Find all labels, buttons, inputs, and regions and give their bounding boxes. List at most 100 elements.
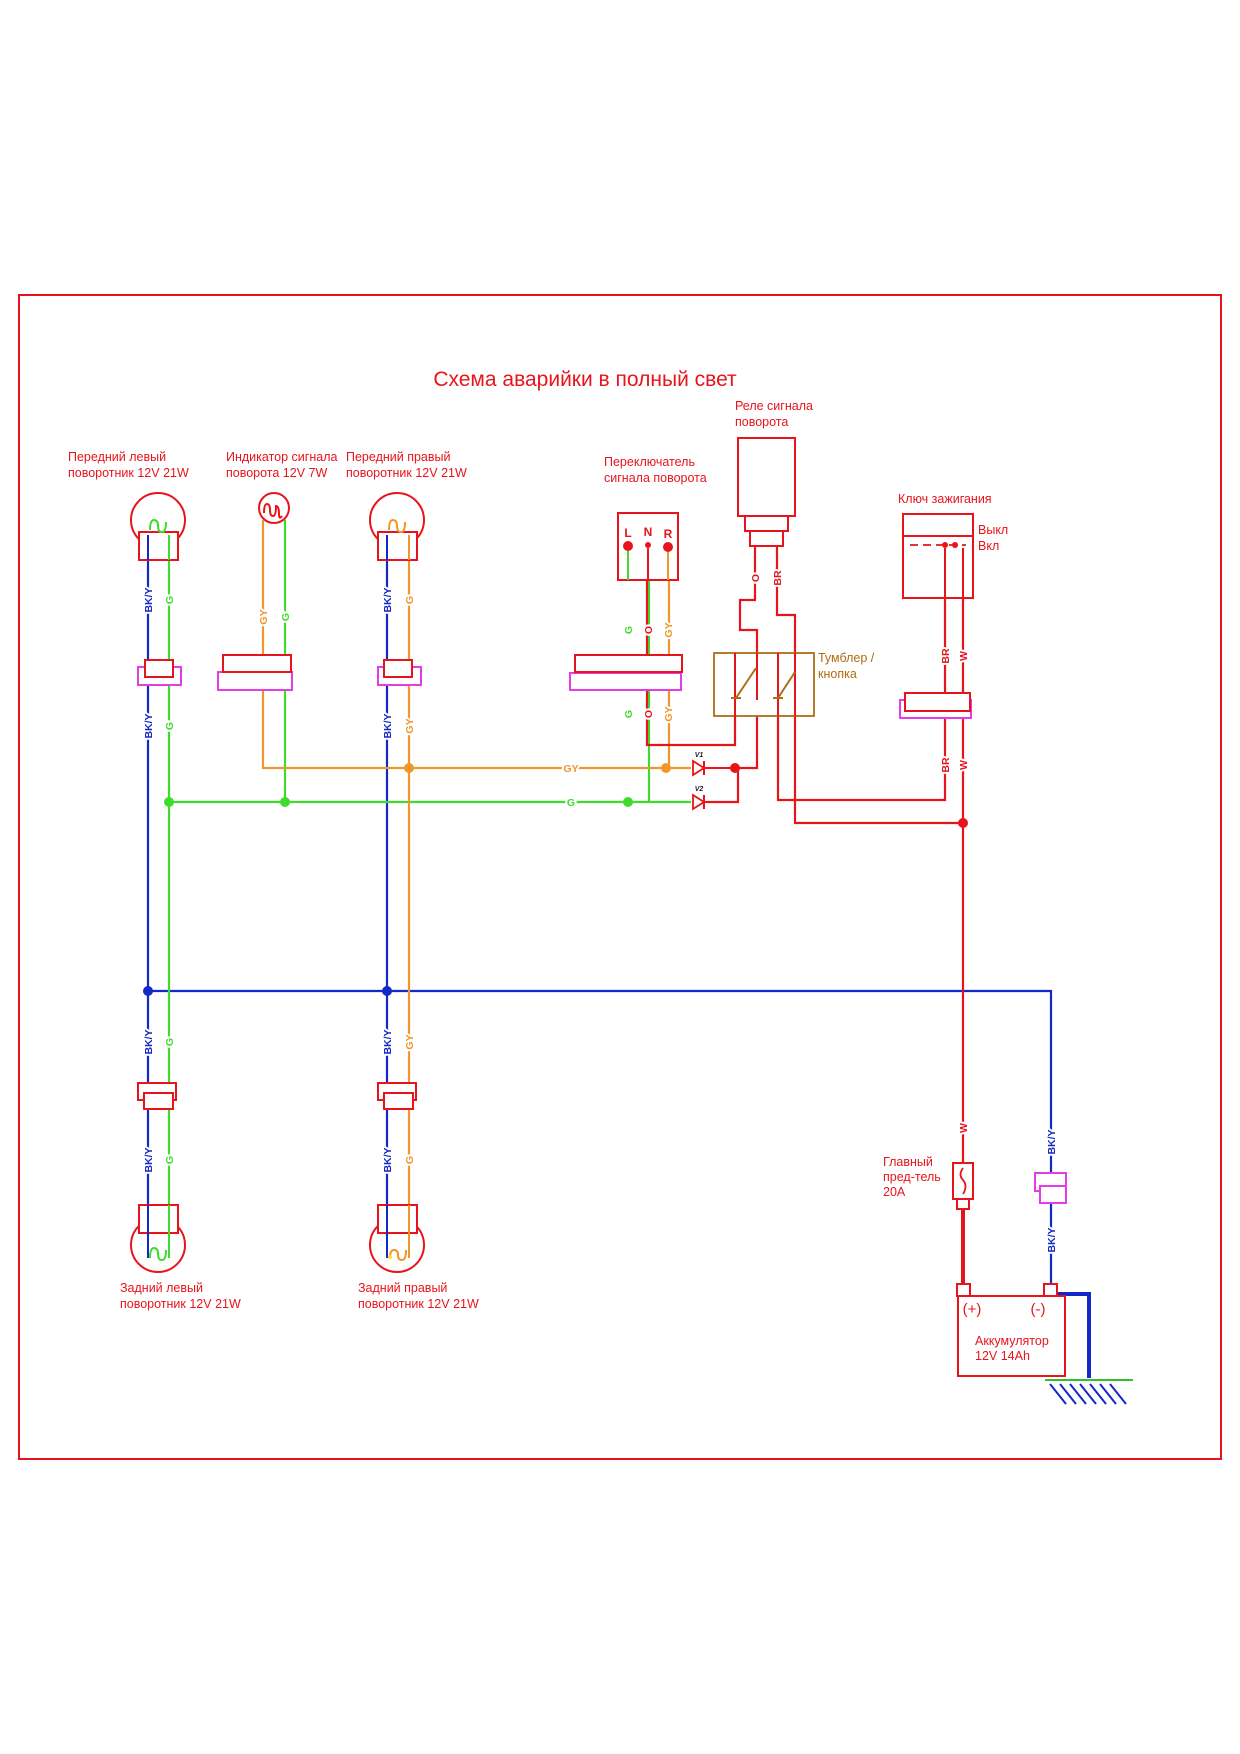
wire-label-gy: GY: [404, 718, 416, 733]
ignition-on-label: Вкл: [978, 539, 999, 553]
diagram-frame: [18, 294, 1222, 1460]
fuse-label-1: Главный: [883, 1155, 933, 1169]
relay-label-1: Реле сигнала: [735, 399, 813, 413]
wire-label-gy: GY: [663, 622, 675, 637]
wire-label-g: G: [164, 1038, 176, 1046]
wire-label-bky: BK/Y: [143, 1147, 155, 1172]
rear-right-label-2: поворотник 12V 21W: [358, 1297, 479, 1311]
ignition-off-label: Выкл: [978, 523, 1008, 537]
turn-switch: L N R: [617, 512, 679, 581]
bulb-filament-icon: [263, 502, 283, 519]
wire-label-bky: BK/Y: [143, 713, 155, 738]
red-wires: [645, 545, 965, 1184]
bulb-filament-icon: [389, 1248, 407, 1262]
component-labels: Передний левый поворотник 12V 21W Индика…: [68, 399, 1008, 1311]
battery-name: Аккумулятор: [975, 1334, 1049, 1348]
junction-dots: [143, 763, 968, 996]
wire-label-g: G: [567, 797, 575, 809]
wire-label-br: BR: [940, 757, 952, 773]
indicator-label-2: поворота 12V 7W: [226, 466, 327, 480]
wire-label-o: O: [643, 710, 655, 718]
battery-minus-label: (-): [1031, 1301, 1046, 1318]
wire-label-gy: GY: [563, 763, 578, 775]
connector-ignition: [899, 692, 972, 719]
rear-right-lamp: [369, 1204, 425, 1273]
wire-label-g: G: [404, 596, 416, 604]
wire-label-g: G: [164, 1156, 176, 1164]
battery-negative-lead: [1055, 1292, 1091, 1378]
wire-label-g: G: [164, 596, 176, 604]
wire-label-g: G: [623, 710, 635, 718]
switch-lever-icon: [735, 667, 757, 699]
battery-plus-label: (+): [963, 1301, 982, 1318]
indicator-lamp: [258, 492, 290, 524]
hazard-switch: [713, 652, 815, 745]
wire-label-o: O: [750, 574, 762, 582]
wire-label-w: W: [958, 651, 970, 661]
wire-label-bky: BK/Y: [1046, 1227, 1058, 1252]
rear-left-label-1: Задний левый: [120, 1281, 203, 1295]
connector-rear-right: [377, 1082, 417, 1110]
wire-label-bky: BK/Y: [1046, 1129, 1058, 1154]
terminal-n: N: [644, 525, 653, 539]
connectors: [137, 654, 1067, 1204]
wire-label-g: G: [404, 1156, 416, 1164]
wire-label-bky: BK/Y: [382, 1147, 394, 1172]
rear-right-label-1: Задний правый: [358, 1281, 447, 1295]
connector-battery-negative: [1034, 1172, 1067, 1204]
wire-label-o: O: [643, 626, 655, 634]
fuse-icon: [959, 1167, 967, 1195]
battery: (+) (-) Аккумулятор 12V 14Ah: [956, 1283, 1066, 1377]
fuse-label-3: 20A: [883, 1185, 906, 1199]
wire-labels: BK/Y G GY G BK/Y G BK/Y G BK/Y GY G O GY…: [141, 568, 1060, 1255]
connector-front-left: [137, 659, 182, 686]
connector-turn-switch: [569, 654, 683, 691]
wire-label-gy: GY: [663, 706, 675, 721]
diode-v2-label: V2: [695, 786, 704, 793]
wire-label-br: BR: [772, 570, 784, 586]
turn-switch-label-1: Переключатель: [604, 455, 695, 469]
diode-v2: V2: [692, 786, 712, 811]
bulb-filament-icon: [149, 1246, 167, 1262]
front-right-lamp: [369, 492, 425, 561]
switch-lever-icon: [777, 671, 796, 699]
ignition-switch: [902, 513, 974, 599]
battery-spec: 12V 14Ah: [975, 1349, 1030, 1363]
diode-v1-label: V1: [695, 752, 704, 759]
terminal-r: R: [664, 527, 673, 541]
wire-label-bky: BK/Y: [382, 587, 394, 612]
connector-indicator: [217, 654, 293, 691]
terminal-l: L: [624, 526, 631, 540]
connector-rear-left: [137, 1082, 177, 1110]
front-left-label-2: поворотник 12V 21W: [68, 466, 189, 480]
bulb-filament-icon: [388, 518, 406, 534]
front-left-lamp: [130, 492, 186, 561]
diagram-title: Схема аварийки в полный свет: [433, 368, 737, 391]
turn-relay: [737, 437, 796, 547]
front-right-label-2: поворотник 12V 21W: [346, 466, 467, 480]
hazard-switch-label-1: Тумблер /: [818, 651, 875, 665]
front-right-label-1: Передний правый: [346, 450, 450, 464]
ignition-label: Ключ зажигания: [898, 492, 992, 506]
wire-label-bky: BK/Y: [382, 713, 394, 738]
relay-label-2: поворота: [735, 415, 788, 429]
turn-switch-label-2: сигнала поворота: [604, 471, 707, 485]
wire-label-w: W: [958, 760, 970, 770]
wire-label-bky: BK/Y: [143, 1029, 155, 1054]
wire-label-g: G: [164, 722, 176, 730]
wire-label-bky: BK/Y: [382, 1029, 394, 1054]
bulb-filament-icon: [149, 518, 167, 534]
hazard-switch-label-2: кнопка: [818, 667, 857, 681]
green-wires: [167, 520, 691, 1236]
rear-left-label-2: поворотник 12V 21W: [120, 1297, 241, 1311]
main-fuse: [952, 1162, 974, 1210]
diode-v1: V1: [692, 752, 738, 777]
fuse-label-2: пред-тель: [883, 1170, 941, 1184]
rear-left-lamp: [130, 1204, 186, 1273]
ground-symbol: [1045, 1379, 1133, 1405]
wire-label-gy: GY: [258, 609, 270, 624]
indicator-label-1: Индикатор сигнала: [226, 450, 337, 464]
wire-label-br: BR: [940, 648, 952, 664]
wire-label-bky: BK/Y: [143, 587, 155, 612]
